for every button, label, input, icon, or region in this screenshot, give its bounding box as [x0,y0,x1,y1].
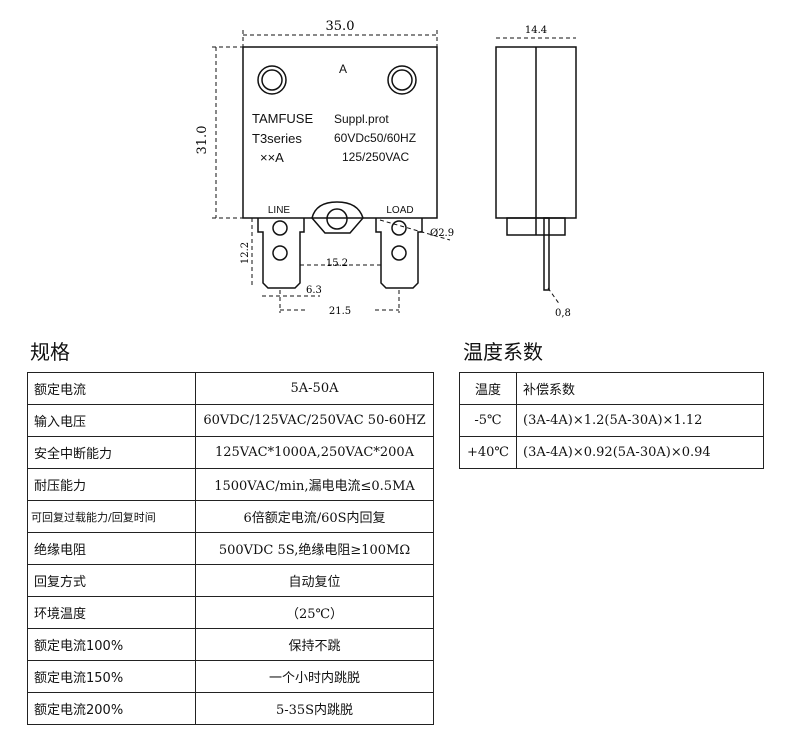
spec-value: 125VAC*1000A,250VAC*200A [195,436,434,469]
spec-key: 可回复过载能力/回复时间 [27,500,196,533]
temp-header-value: 补偿系数 [516,372,764,405]
temp-key: -5℃ [459,404,517,437]
pin-dimension: 0,8 [555,308,571,319]
device-labels: A TAMFUSE T3series ××A Suppl.prot 60VDc5… [252,62,416,216]
spec-value: 60VDC/125VAC/250VAC 50-60HZ [195,404,434,437]
temp-value: (3A-4A)×1.2(5A-30A)×1.12 [516,404,764,437]
table-row: 回复方式自动复位 [27,564,434,597]
tab-gap-dimension: 15.2 [326,258,348,269]
dimension-drawing: 35.0 31.0 14.4 12.2 15.2 6.3 21.5 Ø2.9 0… [195,19,577,319]
temp-value: (3A-4A)×0.92(5A-30A)×0.94 [516,436,764,469]
spec-key: 额定电流150% [27,660,196,693]
spec-key: 额定电流100% [27,628,196,661]
brand-label: TAMFUSE [252,111,313,126]
tab-width-dimension: 6.3 [306,285,322,296]
height-dimension: 31.0 [195,126,210,155]
spec-value: 保持不跳 [195,628,434,661]
spec-key: 绝缘电阻 [27,532,196,565]
rating-label: ××A [260,150,284,165]
temp-coefficient-table: 温度补偿系数 -5℃(3A-4A)×1.2(5A-30A)×1.12 +40℃(… [459,372,764,469]
tab-height-dimension: 12.2 [240,242,251,264]
series-label: T3series [252,131,302,146]
spec-value: 5A-50A [195,372,434,405]
supp-label: Suppl.prot [334,112,389,126]
front-view [242,46,438,289]
spec-value: 自动复位 [195,564,434,597]
table-row: 额定电流200%5-35S内跳脱 [27,692,434,725]
spec-value: 500VDC 5S,绝缘电阻≥100MΩ [195,532,434,565]
dimension-lines [212,30,576,313]
table-row: 额定电流150%一个小时内跳脱 [27,660,434,693]
spec-key: 额定电流200% [27,692,196,725]
spec-key: 输入电压 [27,404,196,437]
spec-key: 安全中断能力 [27,436,196,469]
width-dimension: 35.0 [326,19,355,34]
spec-key: 环境温度 [27,596,196,629]
spec-key: 耐压能力 [27,468,196,501]
voltage-label-2: 125/250VAC [342,150,409,164]
table-row: +40℃(3A-4A)×0.92(5A-30A)×0.94 [459,436,764,469]
spec-value: 一个小时内跳脱 [195,660,434,693]
voltage-label-1: 60VDc50/60HZ [334,131,416,145]
load-label: LOAD [386,205,413,216]
table-row: 环境温度（25℃） [27,596,434,629]
side-view [495,46,577,291]
table-row: 额定电流100%保持不跳 [27,628,434,661]
label-a: A [339,62,347,76]
spec-value: 5-35S内跳脱 [195,692,434,725]
spec-title: 规格 [30,340,70,364]
side-width-dimension: 14.4 [525,25,547,36]
tab-pitch-dimension: 21.5 [329,306,351,317]
table-row: -5℃(3A-4A)×1.2(5A-30A)×1.12 [459,404,764,437]
spec-value: 1500VAC/min,漏电电流≤0.5MA [195,468,434,501]
temp-key: +40℃ [459,436,517,469]
line-label: LINE [268,205,291,216]
spec-key: 回复方式 [27,564,196,597]
temp-title: 温度系数 [463,340,543,364]
hole-dimension: Ø2.9 [430,228,454,239]
spec-value: （25℃） [195,596,434,629]
table-header-row: 温度补偿系数 [459,372,764,405]
temp-header-key: 温度 [459,372,517,405]
spec-key: 额定电流 [27,372,196,405]
spec-value: 6倍额定电流/60S内回复 [195,500,434,533]
